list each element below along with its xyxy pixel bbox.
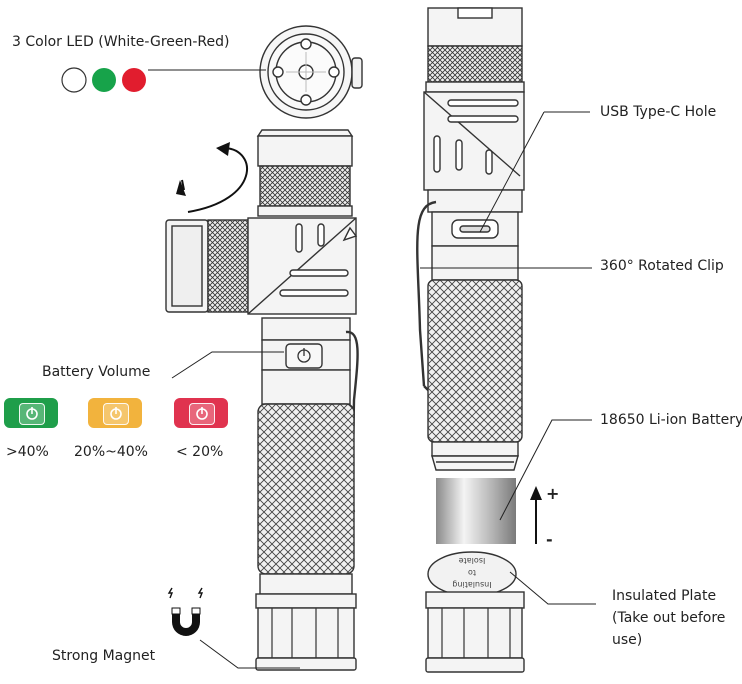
battery-level-label-mid: 20%~40% bbox=[74, 444, 148, 460]
plate-leader-line bbox=[509, 571, 596, 605]
battery-level-green bbox=[4, 398, 58, 428]
color-led-label: 3 Color LED (White-Green-Red) bbox=[12, 34, 230, 50]
magnet-icon bbox=[167, 587, 204, 636]
battery-level-yellow bbox=[88, 398, 142, 428]
rotated-clip-label: 360° Rotated Clip bbox=[600, 258, 724, 274]
power-icon bbox=[103, 403, 129, 425]
insulated-plate-label-2: (Take out before bbox=[612, 610, 726, 626]
insulated-plate-label-1: Insulated Plate bbox=[612, 588, 717, 604]
plate-text-2: to bbox=[468, 568, 476, 577]
led-swatch-white bbox=[61, 67, 87, 93]
power-icon bbox=[189, 403, 215, 425]
magnet-leader-line bbox=[199, 639, 300, 669]
strong-magnet-label: Strong Magnet bbox=[52, 648, 156, 664]
power-icon bbox=[19, 403, 45, 425]
rotate-arrow-icon bbox=[187, 147, 248, 213]
plate-text-1: Insulating bbox=[452, 580, 491, 589]
led-swatch-red bbox=[122, 68, 146, 92]
battery-level-red bbox=[174, 398, 228, 428]
usb-hole-label: USB Type-C Hole bbox=[600, 104, 717, 120]
battery-label: 18650 Li-ion Battery bbox=[600, 412, 742, 428]
minus-sign: - bbox=[546, 530, 553, 549]
battery-volume-label: Battery Volume bbox=[42, 364, 151, 380]
led-head-front-view bbox=[259, 25, 363, 119]
battery-leader-line bbox=[499, 419, 592, 521]
led-swatch-green bbox=[92, 68, 116, 92]
battery-level-label-high: >40% bbox=[6, 444, 49, 460]
led-color-swatches bbox=[61, 67, 146, 93]
insulated-plate-label-3: use) bbox=[612, 632, 643, 648]
battery-volume-leader bbox=[171, 351, 284, 379]
battery-level-label-low: < 20% bbox=[176, 444, 224, 460]
plate-text-3: Isolate bbox=[459, 556, 486, 565]
battery-cell bbox=[436, 478, 516, 544]
right-flashlight bbox=[416, 7, 525, 673]
left-flashlight bbox=[165, 25, 363, 671]
plus-sign: + bbox=[546, 484, 560, 503]
